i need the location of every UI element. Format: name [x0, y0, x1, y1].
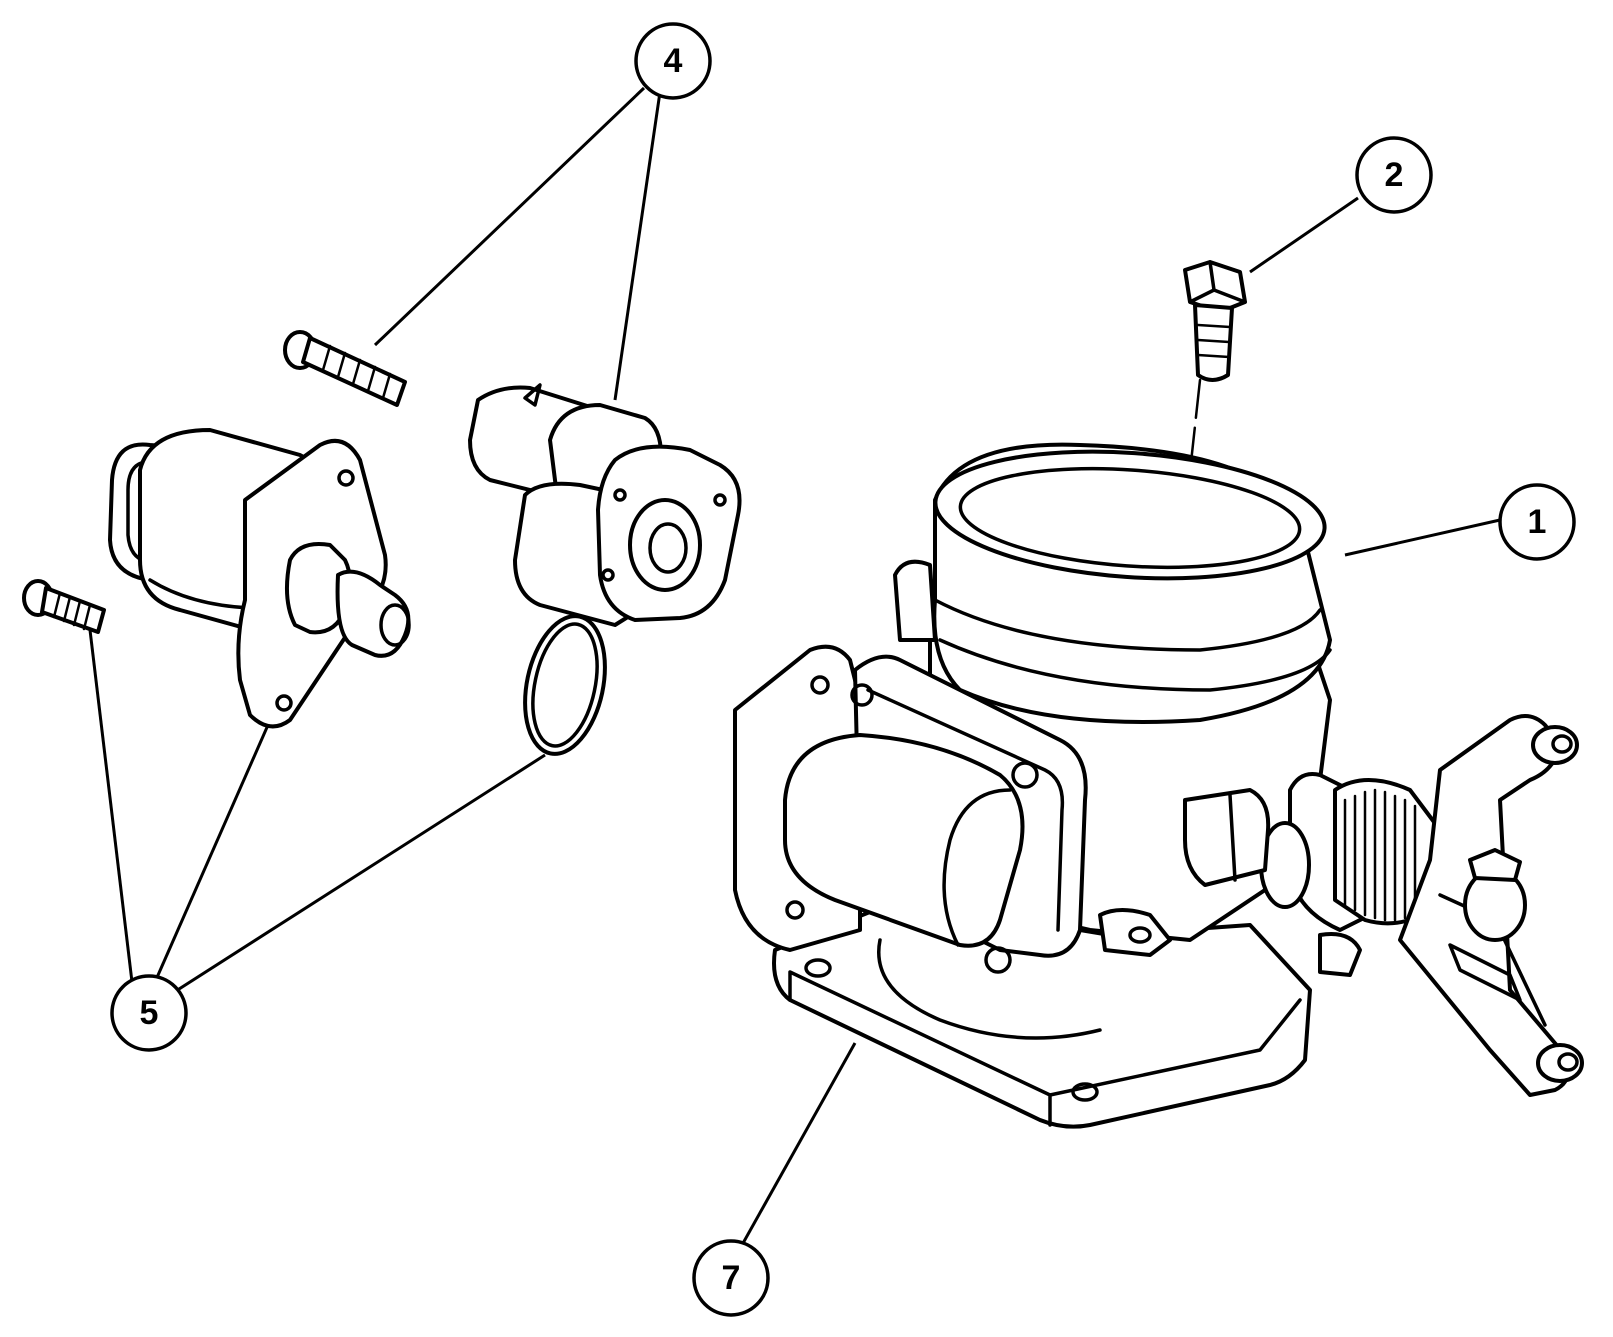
callout-4-label: 4: [664, 42, 683, 80]
callout-7-label: 7: [722, 1259, 741, 1297]
callout-2-label: 2: [1385, 156, 1404, 194]
callout-1-label: 1: [1528, 503, 1547, 541]
throttle-position-sensor-icon: [468, 383, 742, 627]
callout-1: 1: [1498, 483, 1576, 561]
o-ring-icon: [523, 614, 607, 756]
idle-air-control-valve-icon: [108, 428, 411, 729]
throttle-body-icon: [733, 442, 1584, 1129]
callout-5: 5: [110, 974, 188, 1052]
callout-5-label: 5: [140, 994, 159, 1032]
callout-7: 7: [692, 1239, 770, 1317]
callout-2: 2: [1355, 136, 1433, 214]
screw-icon: [283, 330, 407, 407]
bolt-icon: [1183, 260, 1247, 382]
callout-4: 4: [634, 22, 712, 100]
screw-icon: [22, 579, 106, 634]
